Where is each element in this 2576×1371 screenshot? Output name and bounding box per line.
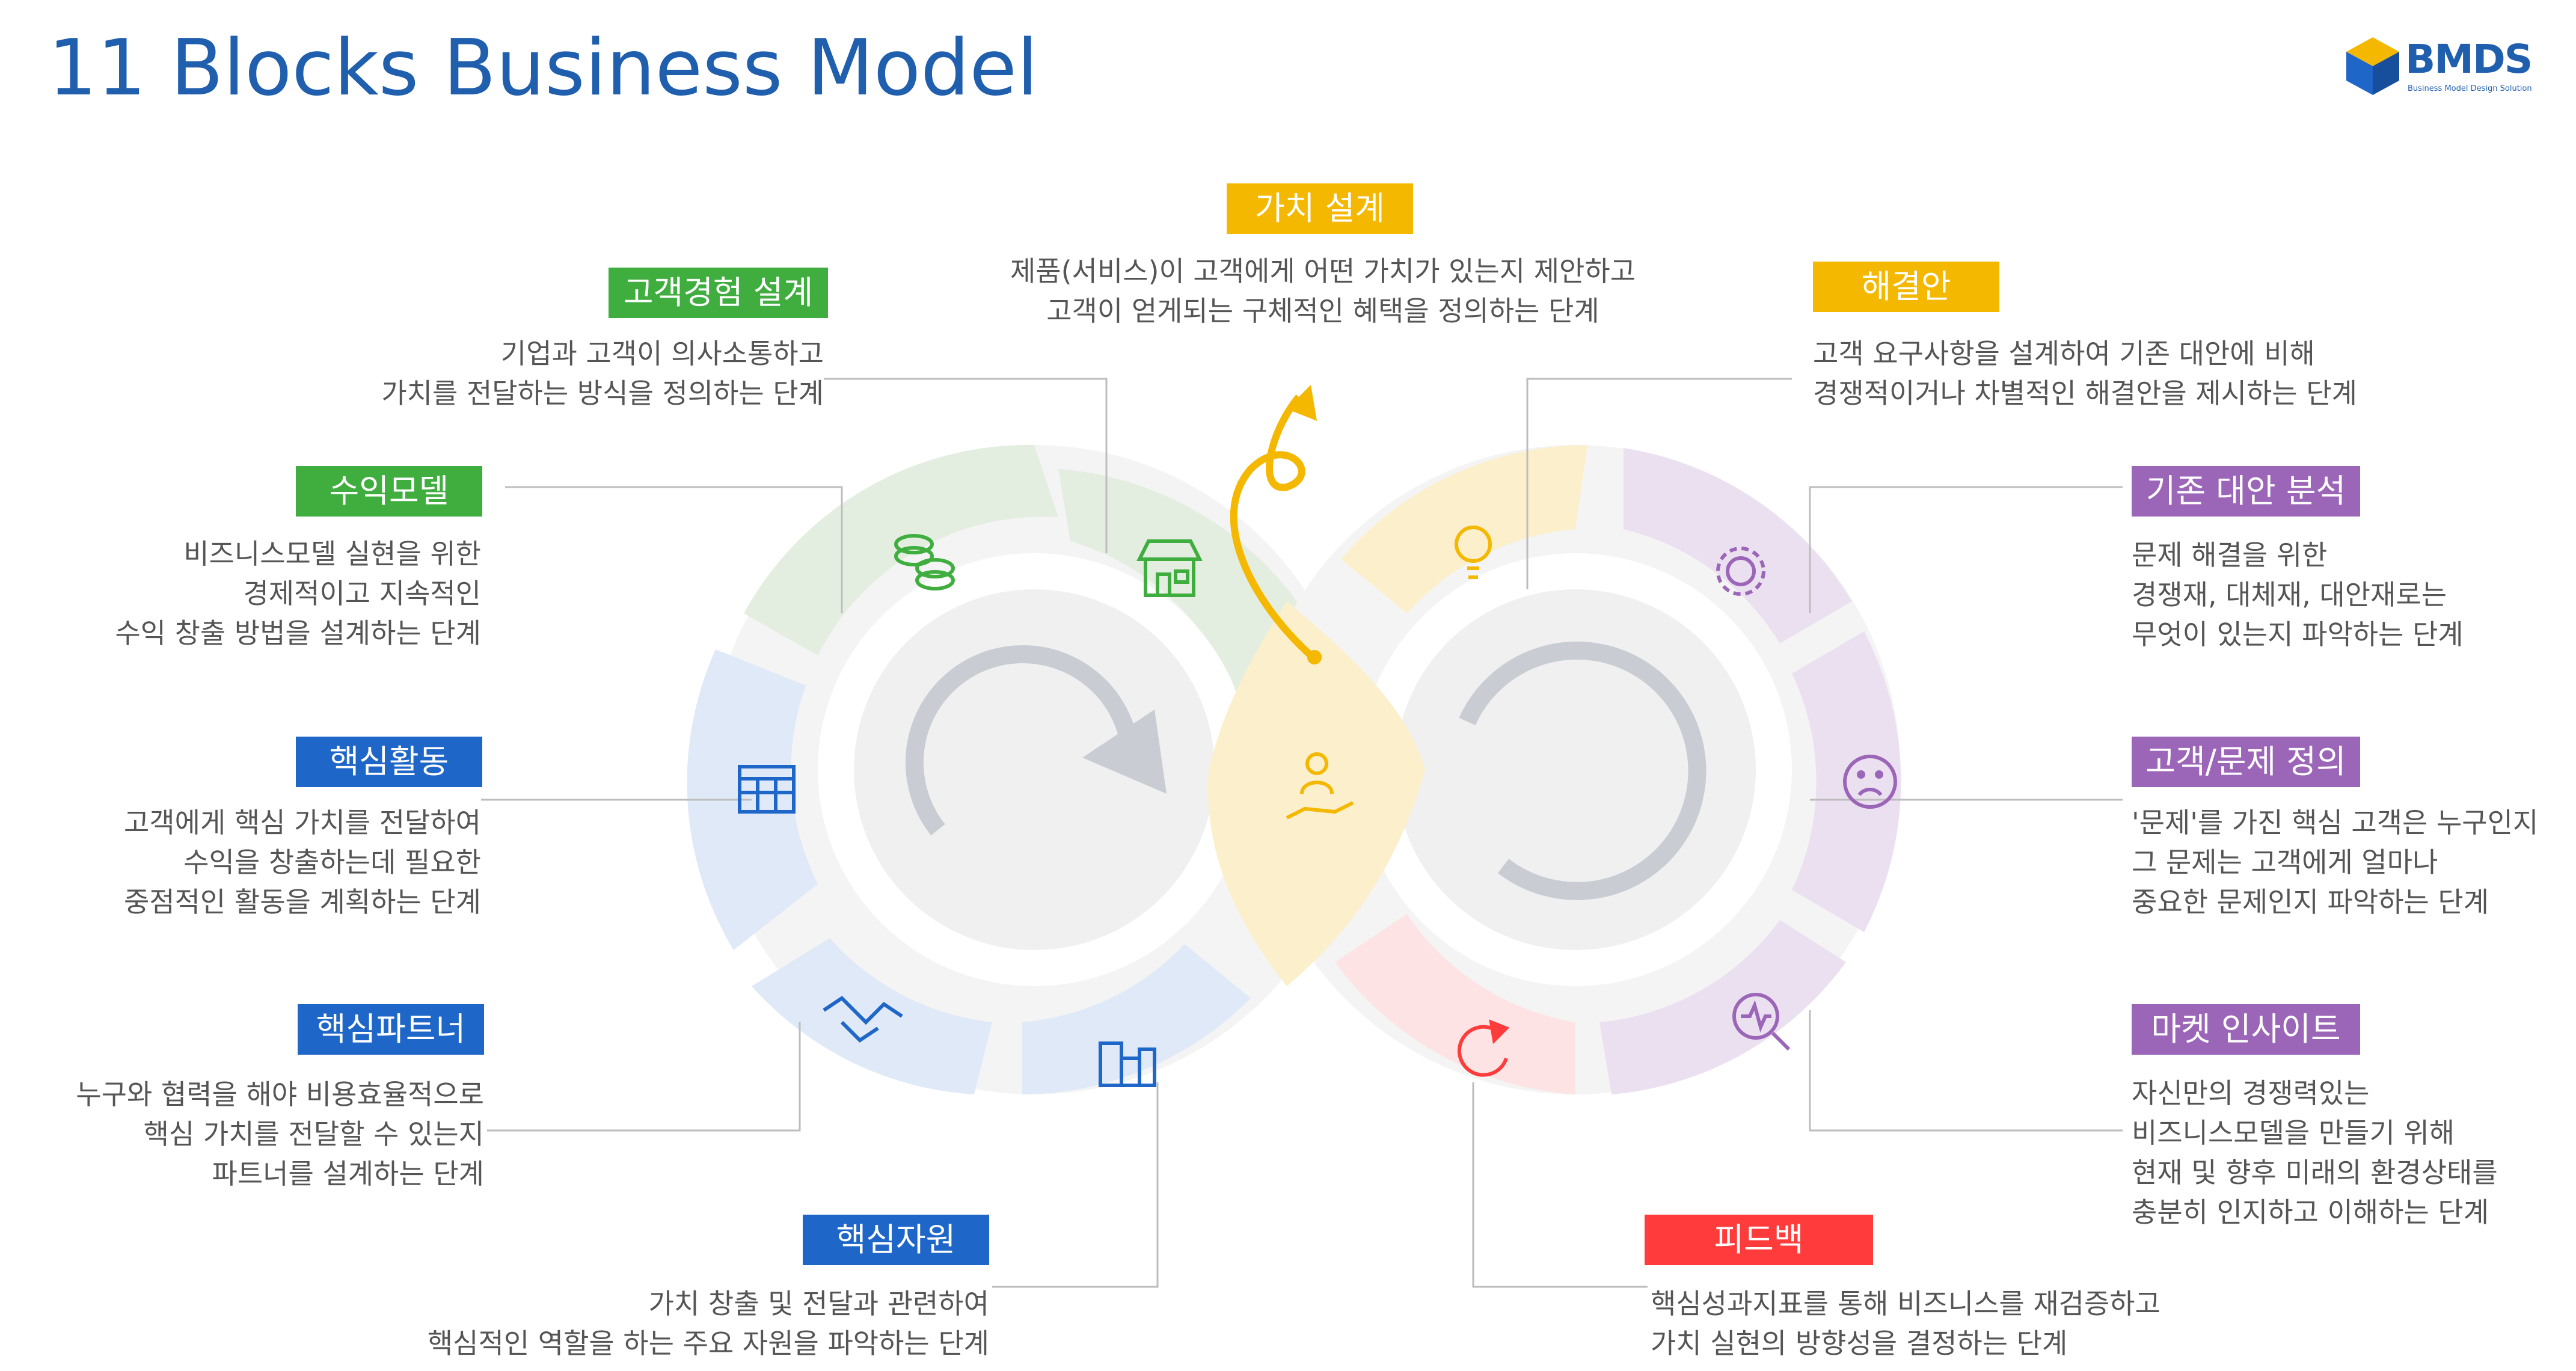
label-solution: 해결안 <box>1813 262 1999 312</box>
desc-line: 핵심적인 역할을 하는 주요 자원을 파악하는 단계 <box>427 1327 989 1360</box>
desc-line: 자신만의 경쟁력있는 <box>2132 1077 2370 1109</box>
label-feedback: 피드백 <box>1645 1215 1873 1265</box>
cycle-arrowhead <box>1082 710 1167 794</box>
coins-icon <box>894 534 955 590</box>
left-cycle <box>687 444 1359 1094</box>
ring-segment-blue-right <box>1022 944 1251 1094</box>
desc-line: 경제적이고 지속적인 <box>243 577 481 610</box>
label-key-resources: 핵심자원 <box>803 1215 989 1265</box>
label-market-insight: 마켓 인사이트 <box>2132 1004 2360 1055</box>
desc-feedback: 핵심성과지표를 통해 비즈니스를 재검증하고 가치 실현의 방향성을 결정하는 … <box>1651 1284 2372 1363</box>
desc-line: 고객 요구사항을 설계하여 기존 대안에 비해 <box>1813 337 2315 370</box>
desc-line: 핵심성과지표를 통해 비즈니스를 재검증하고 <box>1651 1287 2160 1320</box>
desc-line: 문제 해결을 위한 <box>2132 539 2328 571</box>
desc-key-partners: 누구와 협력을 해야 비용효율적으로 핵심 가치를 전달할 수 있는지 파트너를… <box>18 1075 484 1194</box>
desc-line: 제품(서비스)이 고객에게 어떤 가치가 있는지 제안하고 <box>1010 255 1636 287</box>
desc-revenue-model: 비즈니스모델 실현을 위한 경제적이고 지속적인 수익 창출 방법을 설계하는 … <box>48 534 481 653</box>
ring-segment-blue-left <box>687 649 818 950</box>
desc-line: 충분히 인지하고 이해하는 단계 <box>2132 1196 2489 1228</box>
cube-icon <box>2346 37 2399 95</box>
value-arrowhead <box>1287 385 1317 421</box>
label-customer-problem: 고객/문제 정의 <box>2132 737 2360 787</box>
desc-solution: 고객 요구사항을 설계하여 기존 대안에 비해 경쟁적이거나 차별적인 해결안을… <box>1813 334 2474 413</box>
desc-market-insight: 자신만의 경쟁력있는 비즈니스모델을 만들기 위해 현재 및 향후 미래의 환경… <box>2132 1073 2565 1232</box>
sad-face-icon <box>1843 755 1897 809</box>
desc-key-activities: 고객에게 핵심 가치를 전달하여 수익을 창출하는데 필요한 중점적인 활동을 … <box>48 803 481 922</box>
desc-line: 가치 창출 및 전달과 관련하여 <box>648 1287 989 1320</box>
ring-segment-purple-top <box>1624 448 1852 643</box>
desc-line: 핵심 가치를 전달할 수 있는지 <box>143 1118 484 1150</box>
lightbulb-icon <box>1455 526 1492 579</box>
desc-line: 경쟁재, 대체재, 대안재로는 <box>2132 578 2447 611</box>
desc-line: 중요한 문제인지 파악하는 단계 <box>2132 886 2489 918</box>
value-band <box>1207 601 1425 986</box>
label-alternatives: 기존 대안 분석 <box>2132 466 2360 517</box>
refresh-icon <box>1457 1019 1510 1077</box>
ring-segment-green-2 <box>1058 469 1323 704</box>
desc-line: 수익을 창출하는데 필요한 <box>183 846 481 879</box>
bmds-logo: BMDS Business Model Design Solution <box>2345 36 2576 102</box>
desc-line: 비즈니스모델을 만들기 위해 <box>2132 1117 2455 1149</box>
desc-line: 무엇이 있는지 파악하는 단계 <box>2132 618 2464 651</box>
gear-icon <box>1716 547 1765 596</box>
connector-lines <box>481 378 2123 1288</box>
page-title: 11 Blocks Business Model <box>48 23 1038 113</box>
desc-value-design: 제품(서비스)이 고객에게 어떤 가치가 있는지 제안하고 고객이 얻게되는 구… <box>938 251 1708 331</box>
value-arrow-dot <box>1307 650 1322 664</box>
desc-alternatives: 문제 해결을 위한 경쟁재, 대체재, 대안재로는 무엇이 있는지 파악하는 단… <box>2132 535 2553 654</box>
desc-line: 가치 실현의 방향성을 결정하는 단계 <box>1651 1327 2068 1360</box>
cycle-arrow <box>905 645 1139 836</box>
label-cx-design: 고객경험 설계 <box>609 268 828 318</box>
desc-line: 그 문제는 고객에게 얼마나 <box>2132 846 2438 879</box>
desc-line: 누구와 협력을 해야 비용효율적으로 <box>76 1078 484 1111</box>
desc-line: 중점적인 활동을 계획하는 단계 <box>123 886 481 918</box>
desc-line: '문제'를 가진 핵심 고객은 누구인지 <box>2132 806 2539 839</box>
desc-cx-design: 기업과 고객이 의사소통하고 가치를 전달하는 방식을 정의하는 단계 <box>241 334 824 413</box>
hand-person-icon <box>1286 752 1354 820</box>
desc-line: 수익 창출 방법을 설계하는 단계 <box>115 617 481 649</box>
right-cycle <box>1251 445 1901 1094</box>
logo-wordmark: BMDS <box>2405 36 2533 82</box>
handshake-icon <box>823 996 903 1043</box>
label-key-partners: 핵심파트너 <box>298 1004 484 1055</box>
desc-customer-problem: '문제'를 가진 핵심 고객은 누구인지 그 문제는 고객에게 얼마나 중요한 … <box>2132 803 2565 922</box>
label-revenue-model: 수익모델 <box>296 466 482 517</box>
value-arrow <box>1230 394 1314 658</box>
desc-line: 고객에게 핵심 가치를 전달하여 <box>123 806 481 839</box>
logo-subtitle: Business Model Design Solution <box>2408 84 2532 93</box>
desc-key-resources: 가치 창출 및 전달과 관련하여 핵심적인 역할을 하는 주요 자원을 파악하는… <box>241 1284 989 1363</box>
label-value-design: 가치 설계 <box>1227 183 1413 234</box>
desc-line: 비즈니스모델 실현을 위한 <box>183 538 481 570</box>
store-icon <box>1136 539 1203 597</box>
desc-line: 기업과 고객이 의사소통하고 <box>500 337 824 370</box>
cycle-arrow-right <box>1459 641 1707 900</box>
desc-line: 고객이 얻게되는 구체적인 혜택을 정의하는 단계 <box>1046 295 1599 327</box>
desc-line: 파트너를 설계하는 단계 <box>212 1158 484 1190</box>
label-key-activities: 핵심활동 <box>296 737 482 787</box>
desc-line: 경쟁적이거나 차별적인 해결안을 제시하는 단계 <box>1813 377 2357 409</box>
desc-line: 현재 및 향후 미래의 환경상태를 <box>2132 1156 2498 1189</box>
calendar-icon <box>738 765 796 814</box>
desc-line: 가치를 전달하는 방식을 정의하는 단계 <box>381 377 824 409</box>
analysis-icon <box>1732 993 1791 1051</box>
ring-segment-red <box>1335 914 1575 1094</box>
ring-segment-purple-bottom <box>1599 920 1846 1094</box>
buildings-icon <box>1099 1041 1156 1087</box>
